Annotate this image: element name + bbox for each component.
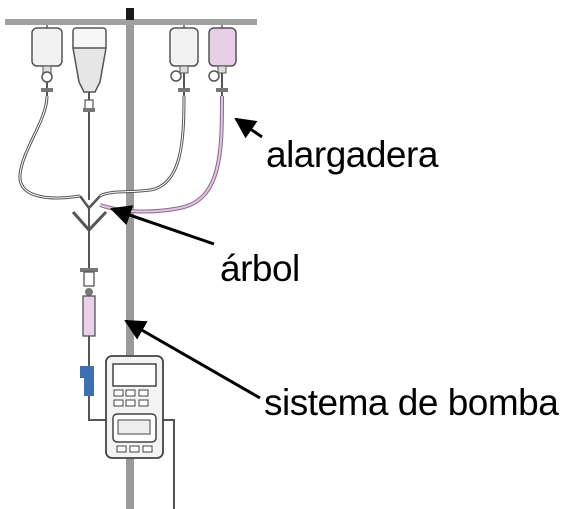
label-extension: alargadera — [266, 134, 438, 175]
iv-bag-icon — [169, 25, 199, 96]
pole-shaft — [126, 25, 134, 509]
iv-pole — [5, 8, 257, 509]
iv-bag-icon — [208, 25, 237, 96]
arrow-extension — [234, 117, 263, 139]
pole-cap — [126, 8, 134, 20]
arrow-pump-system — [124, 319, 261, 400]
roller-clamp — [80, 366, 94, 378]
tubing — [18, 95, 224, 214]
pole-crossbar — [5, 19, 257, 25]
label-pump-system: sistema de bomba — [264, 382, 559, 423]
iv-bag-icon — [72, 27, 107, 122]
iv-bag-icon — [31, 25, 63, 96]
arrow-icon — [110, 117, 263, 400]
infusion-pump-icon — [105, 355, 164, 459]
label-tree: árbol — [220, 248, 300, 289]
tree-connector — [71, 195, 108, 270]
arrow-tree — [110, 205, 215, 246]
